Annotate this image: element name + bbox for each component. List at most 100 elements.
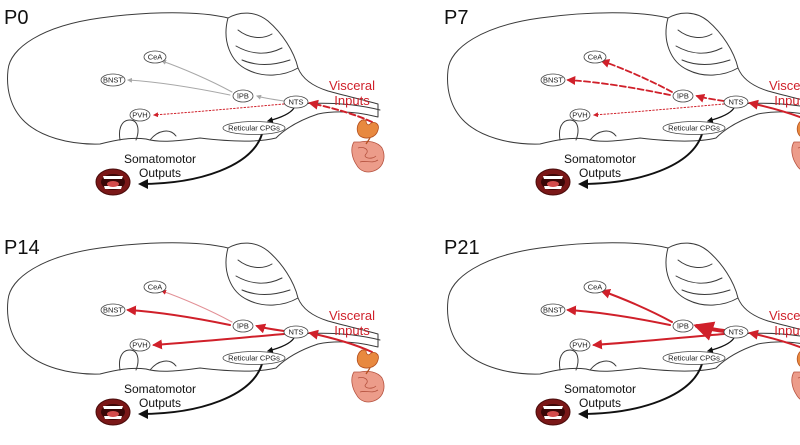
nucleus-nts-oval	[283, 325, 309, 339]
open-mouth-icon	[535, 168, 571, 196]
nucleus-cea-label: CeA	[148, 283, 163, 292]
outputs-label: Outputs	[139, 396, 181, 410]
panel-label: P7	[444, 7, 468, 29]
nucleus-lpb: lPB	[672, 89, 694, 103]
inputs-label: Inputs	[774, 323, 800, 338]
visceral-label: Visceral	[329, 308, 375, 323]
nucleus-bnst: BNST	[540, 303, 566, 317]
nucleus-bnst-label: BNST	[543, 306, 563, 315]
nucleus-cea: CeA	[583, 280, 607, 294]
nts-to-pvh-arrow	[593, 103, 725, 118]
nucleus-lpb-label: lPB	[237, 322, 249, 331]
somatomotor-label: Somatomotor	[564, 382, 636, 396]
nucleus-nts-oval	[723, 325, 749, 339]
inputs-label: Inputs	[334, 93, 370, 108]
lpb-to-cea-arrow	[161, 289, 233, 323]
panel-label: P21	[444, 237, 480, 259]
reticular-cpgs-oval	[222, 351, 286, 365]
stomach-intestine-icon	[791, 351, 800, 400]
nucleus-bnst-label: BNST	[543, 76, 563, 85]
nucleus-lpb-label: lPB	[677, 92, 689, 101]
nucleus-pvh-oval	[569, 108, 591, 122]
nts-to-cpg-arrow	[706, 337, 735, 353]
visceral-input-arrow	[748, 329, 800, 349]
brain-outline	[7, 12, 381, 145]
outputs-label: Outputs	[579, 396, 621, 410]
brain-outline	[447, 12, 800, 145]
nts-to-pvh-arrow	[153, 103, 285, 118]
nucleus-bnst-label: BNST	[103, 76, 123, 85]
somatomotor-arrow	[578, 363, 703, 419]
nucleus-bnst-oval	[100, 303, 126, 317]
reticular-cpgs-label: Reticular CPGs	[668, 124, 720, 133]
nts-to-lpb-arrow	[256, 94, 285, 102]
stomach-intestine-icon	[351, 119, 385, 173]
lpb-to-bnst-arrow	[126, 305, 231, 326]
nucleus-bnst: BNST	[540, 73, 566, 87]
nucleus-cea-oval	[143, 50, 167, 64]
somatomotor-arrow	[138, 133, 263, 189]
nts-to-lpb-arrow	[255, 323, 285, 334]
reticular-cpgs: Reticular CPGs	[222, 121, 286, 135]
nucleus-cea-label: CeA	[148, 53, 163, 62]
nucleus-lpb: lPB	[232, 89, 254, 103]
nucleus-nts-oval	[723, 95, 749, 109]
nucleus-nts: NTS	[723, 325, 749, 339]
lpb-to-cea-arrow	[600, 288, 673, 323]
panel-label: P0	[4, 7, 28, 29]
nucleus-pvh: PVH	[129, 338, 151, 352]
nts-to-cpg-arrow	[266, 337, 295, 353]
visceral-label: Visceral	[329, 78, 375, 93]
lpb-to-cea-arrow	[600, 59, 673, 93]
nucleus-nts-label: NTS	[729, 328, 744, 337]
nts-to-pvh-arrow	[592, 333, 725, 350]
nucleus-cea-oval	[583, 50, 607, 64]
nucleus-lpb: lPB	[672, 319, 694, 333]
visceral-input-arrow	[748, 99, 800, 119]
nucleus-lpb-oval	[672, 89, 694, 103]
nucleus-lpb-label: lPB	[677, 322, 689, 331]
nts-to-cpg-arrow	[706, 107, 735, 123]
visceral-label: Visceral	[769, 78, 800, 93]
nucleus-cea: CeA	[583, 50, 607, 64]
nucleus-bnst-oval	[540, 303, 566, 317]
nucleus-lpb-label: lPB	[237, 92, 249, 101]
nucleus-nts: NTS	[283, 95, 309, 109]
nucleus-bnst: BNST	[100, 73, 126, 87]
nucleus-pvh-oval	[129, 108, 151, 122]
nucleus-pvh: PVH	[569, 108, 591, 122]
nts-to-cpg-arrow	[266, 107, 295, 123]
lpb-to-bnst-arrow	[566, 75, 671, 96]
nucleus-nts-label: NTS	[289, 328, 304, 337]
nucleus-lpb-oval	[672, 319, 694, 333]
nucleus-pvh-oval	[569, 338, 591, 352]
nucleus-bnst-oval	[100, 73, 126, 87]
outputs-label: Outputs	[579, 166, 621, 180]
somatomotor-label: Somatomotor	[124, 152, 196, 166]
nucleus-cea-label: CeA	[588, 53, 603, 62]
reticular-cpgs: Reticular CPGs	[662, 351, 726, 365]
reticular-cpgs: Reticular CPGs	[222, 351, 286, 365]
somatomotor-label: Somatomotor	[564, 152, 636, 166]
nucleus-pvh-label: PVH	[132, 111, 147, 120]
somatomotor-arrow	[578, 133, 703, 189]
inputs-label: Inputs	[774, 93, 800, 108]
nucleus-bnst: BNST	[100, 303, 126, 317]
nucleus-pvh: PVH	[129, 108, 151, 122]
reticular-cpgs-label: Reticular CPGs	[228, 354, 280, 363]
lpb-to-bnst-arrow	[127, 77, 231, 96]
nucleus-cea: CeA	[143, 280, 167, 294]
reticular-cpgs-oval	[222, 121, 286, 135]
stomach-intestine-icon	[791, 121, 800, 170]
nucleus-bnst-label: BNST	[103, 306, 123, 315]
visceral-label: Visceral	[769, 308, 800, 323]
panel-label: P14	[4, 237, 40, 259]
nucleus-pvh: PVH	[569, 338, 591, 352]
brain-outline	[447, 242, 800, 375]
lpb-to-bnst-arrow	[566, 305, 671, 326]
somatomotor-label: Somatomotor	[124, 382, 196, 396]
open-mouth-icon	[95, 168, 131, 196]
visceral-input-arrow	[308, 329, 373, 353]
